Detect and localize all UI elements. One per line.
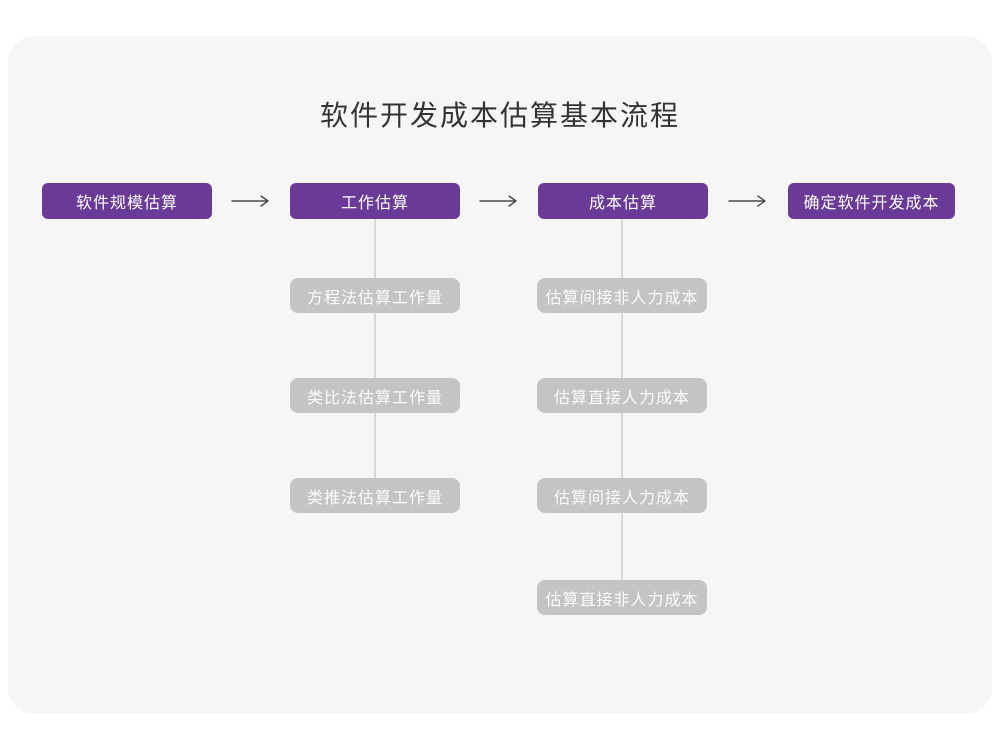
- step-cost-estimation: 成本估算: [538, 183, 708, 219]
- substep-extrapolation-method: 类推法估算工作量: [290, 478, 460, 513]
- connector-line-work: [374, 218, 376, 480]
- right-arrow-icon: [479, 194, 519, 208]
- substep-indirect-labor-cost: 估算间接人力成本: [537, 478, 707, 513]
- flowchart-canvas: [8, 36, 992, 714]
- page-title: 软件开发成本估算基本流程: [319, 100, 680, 131]
- substep-indirect-nonlabor-cost: 估算间接非人力成本: [537, 278, 707, 313]
- step-software-scale-estimation: 软件规模估算: [42, 183, 212, 219]
- substep-direct-nonlabor-cost: 估算直接非人力成本: [537, 580, 707, 615]
- substep-direct-labor-cost: 估算直接人力成本: [537, 378, 707, 413]
- substep-analogy-method: 类比法估算工作量: [290, 378, 460, 413]
- step-work-estimation: 工作估算: [290, 183, 460, 219]
- substep-equation-method: 方程法估算工作量: [290, 278, 460, 313]
- step-determine-development-cost: 确定软件开发成本: [788, 183, 955, 219]
- right-arrow-icon: [231, 194, 271, 208]
- right-arrow-icon: [728, 194, 768, 208]
